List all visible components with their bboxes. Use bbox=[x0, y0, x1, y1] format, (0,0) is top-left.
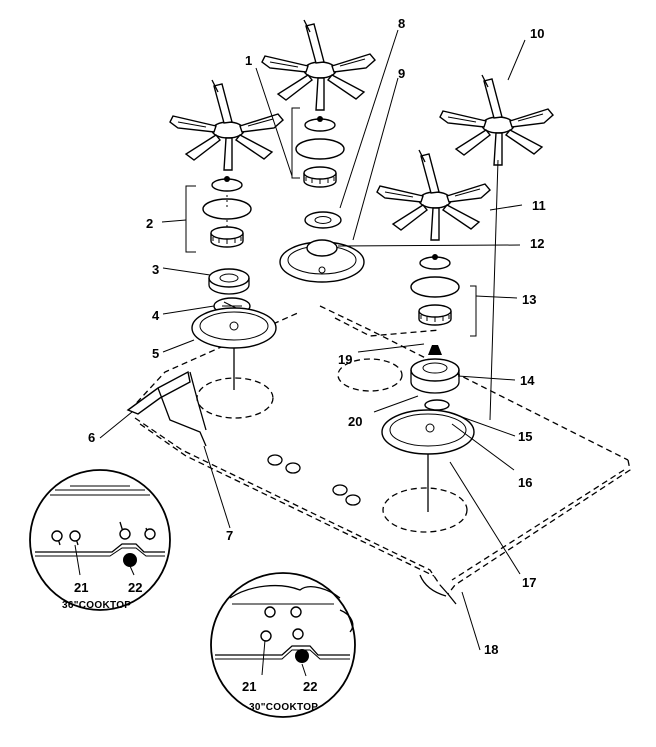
label-15: 15 bbox=[518, 429, 532, 444]
caption-30-cooktop: 30"COOKTOP bbox=[249, 702, 318, 713]
inset-30-cooktop bbox=[210, 572, 356, 718]
label-18: 18 bbox=[484, 642, 498, 657]
left-burner-assembly bbox=[169, 79, 284, 390]
caption-36-cooktop: 36"COOKTOP bbox=[62, 600, 131, 611]
front-trim bbox=[126, 370, 207, 447]
center-burner-assembly bbox=[261, 19, 376, 283]
label-10: 10 bbox=[530, 26, 544, 41]
label-3: 3 bbox=[152, 262, 159, 277]
label-4: 4 bbox=[152, 308, 160, 323]
part-labels: 1 2 3 4 5 6 7 8 9 10 11 12 13 14 15 16 1… bbox=[62, 16, 546, 713]
leader-lines bbox=[99, 29, 526, 651]
label-7: 7 bbox=[226, 528, 233, 543]
label-5: 5 bbox=[152, 346, 159, 361]
label-6: 6 bbox=[88, 430, 95, 445]
label-14: 14 bbox=[520, 373, 535, 388]
label-11: 11 bbox=[532, 198, 546, 213]
label-8: 8 bbox=[398, 16, 405, 31]
label-19: 19 bbox=[338, 352, 352, 367]
label-9: 9 bbox=[398, 66, 405, 81]
right-back-grate bbox=[439, 74, 554, 421]
label-2: 2 bbox=[146, 216, 153, 231]
label-17: 17 bbox=[522, 575, 536, 590]
inset-36-cooktop bbox=[29, 469, 171, 611]
label-20: 20 bbox=[348, 414, 362, 429]
label-16: 16 bbox=[518, 475, 532, 490]
label-21-36: 21 bbox=[74, 580, 88, 595]
label-13: 13 bbox=[522, 292, 536, 307]
label-21-30: 21 bbox=[242, 679, 256, 694]
label-1: 1 bbox=[245, 53, 252, 68]
cooktop-body bbox=[129, 305, 631, 605]
label-22-30: 22 bbox=[303, 679, 317, 694]
label-12: 12 bbox=[530, 236, 544, 251]
right-front-burner-assembly bbox=[376, 149, 491, 512]
label-22-36: 22 bbox=[128, 580, 142, 595]
